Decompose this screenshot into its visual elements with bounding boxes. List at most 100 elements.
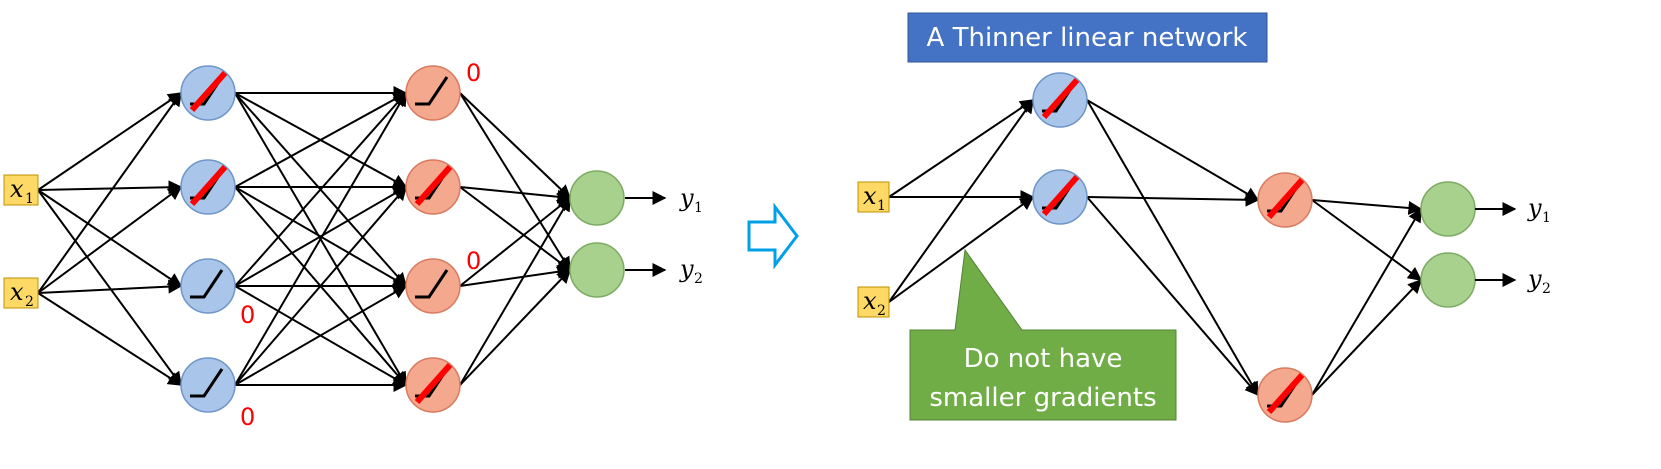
right-input-x2: x 2 [857,286,890,319]
edge-h2n4-out2 [459,268,571,386]
edge-h2n1-out1 [1311,199,1423,215]
left-output-y2-sub: 2 [694,271,703,287]
left-h2-node-4 [405,357,461,413]
edge-h1n4-h2n1 [234,91,407,386]
left-input-x1-label: x [10,175,24,203]
edge-h2n2-out2 [459,186,572,271]
left-h2-node-1 [405,65,461,121]
left-input-x2: x 2 [3,277,39,310]
right-h1-node-1 [1032,72,1088,128]
callout-line-2: smaller gradients [929,383,1156,413]
right-output-y1: y 1 [1527,194,1551,226]
edge-h1n4-h2n2 [234,185,407,386]
edge-in2-h1n3 [37,279,183,294]
edge-h2n1-out2 [459,92,571,272]
left-h2-node3-zero: 0 [466,247,481,275]
edge-in2-h1n2 [37,186,183,294]
left-output-y2: y 2 [679,255,703,287]
left-input-x2-sub: 2 [25,294,34,310]
right-input-x1-sub: 1 [877,198,886,214]
left-input-x1-sub: 1 [25,191,34,207]
linear-region-highlight [414,363,453,404]
edge-h1n4-h2n3 [234,285,408,386]
gradient-callout: Do not have smaller gradients [909,248,1177,421]
left-h1-node-1 [180,65,236,121]
edge-in2-h1n4 [37,292,183,386]
edge-h2n2-out1 [1311,207,1422,396]
edge-in2-h1n1 [888,98,1034,303]
right-output-node-1 [1420,181,1476,237]
right-arrow-icon [747,202,799,270]
left-h1-node-2 [180,159,236,215]
left-h2-node1-zero: 0 [466,59,481,87]
callout-line-1: Do not have [964,344,1123,374]
right-output-y2-sub: 2 [1542,281,1551,297]
edge-h1n2-h2n1 [1086,192,1260,207]
edge-h1n1-h2n1 [1086,99,1260,201]
left-h2-node-2 [405,159,461,215]
left-output-y1: y 1 [679,184,703,216]
edge-h1n2-h2n2 [1086,196,1259,397]
edge-in1-h1n4 [37,189,182,387]
left-output-y2-label: y [679,255,694,283]
left-h2-node-3 [405,258,461,314]
edge-h1n2-h2n1 [234,92,408,188]
right-input-x2-sub: 2 [877,303,886,319]
edge-h2n1-out1 [459,92,572,199]
linear-region-highlight [1041,78,1080,119]
right-network-nodes [1032,72,1476,423]
right-h2-node-1 [1257,172,1313,228]
right-input-x1-label: x [863,182,877,210]
edge-h2n3-out2 [459,264,572,287]
edge-h1n3-h2n1 [234,91,407,287]
left-h1-node4-zero: 0 [240,403,255,431]
right-output-y1-sub: 1 [1542,210,1551,226]
edge-h1n1-h2n2 [1086,99,1259,397]
relu-icon [415,76,449,106]
relu-icon [190,269,224,299]
thinner-network-title: A Thinner linear network [907,12,1268,63]
left-h1-node-3 [180,258,236,314]
edge-h2n2-out2 [1311,278,1422,396]
linear-region-highlight [1266,373,1305,414]
left-output-node-2 [569,242,625,298]
right-h1-node-2 [1032,169,1088,225]
right-output-y1-label: y [1527,194,1542,222]
edge-h2n2-out1 [459,186,572,204]
right-input-x1: x 1 [857,181,890,214]
edge-h2n3-out1 [459,197,572,287]
left-h1-node-4 [180,357,236,413]
thinner-network-title-text: A Thinner linear network [927,23,1248,53]
linear-region-highlight [1041,175,1080,216]
left-output-node-1 [569,170,625,226]
edge-in1-h1n1 [37,92,183,191]
left-network-connections [37,86,572,392]
left-input-x2-label: x [10,278,24,306]
right-output-y2: y 2 [1527,265,1551,297]
linear-region-highlight [189,71,228,112]
edge-in1-h1n1 [888,99,1035,198]
relu-icon [190,368,224,398]
edge-h1n3-h2n2 [234,186,408,287]
right-network-connections [888,98,1423,397]
right-output-node-2 [1420,252,1476,308]
relu-icon [415,269,449,299]
left-input-x1: x 1 [3,174,39,207]
edge-h2n4-out1 [459,196,571,386]
left-output-y1-label: y [679,184,694,212]
left-h1-node3-zero: 0 [240,301,255,329]
edge-in2-h1n2 [888,196,1035,303]
left-output-y1-sub: 1 [694,200,703,216]
linear-region-highlight [189,165,228,206]
linear-region-highlight [414,165,453,206]
edge-in1-h1n3 [37,189,183,287]
right-input-x2-label: x [863,287,877,315]
right-h2-node-2 [1257,367,1313,423]
edge-in1-h1n2 [37,180,183,195]
left-network-nodes [180,65,625,413]
edge-h2n1-out2 [1311,199,1423,281]
linear-region-highlight [1266,178,1305,219]
right-output-y2-label: y [1527,265,1542,293]
edge-in2-h1n1 [37,91,182,294]
